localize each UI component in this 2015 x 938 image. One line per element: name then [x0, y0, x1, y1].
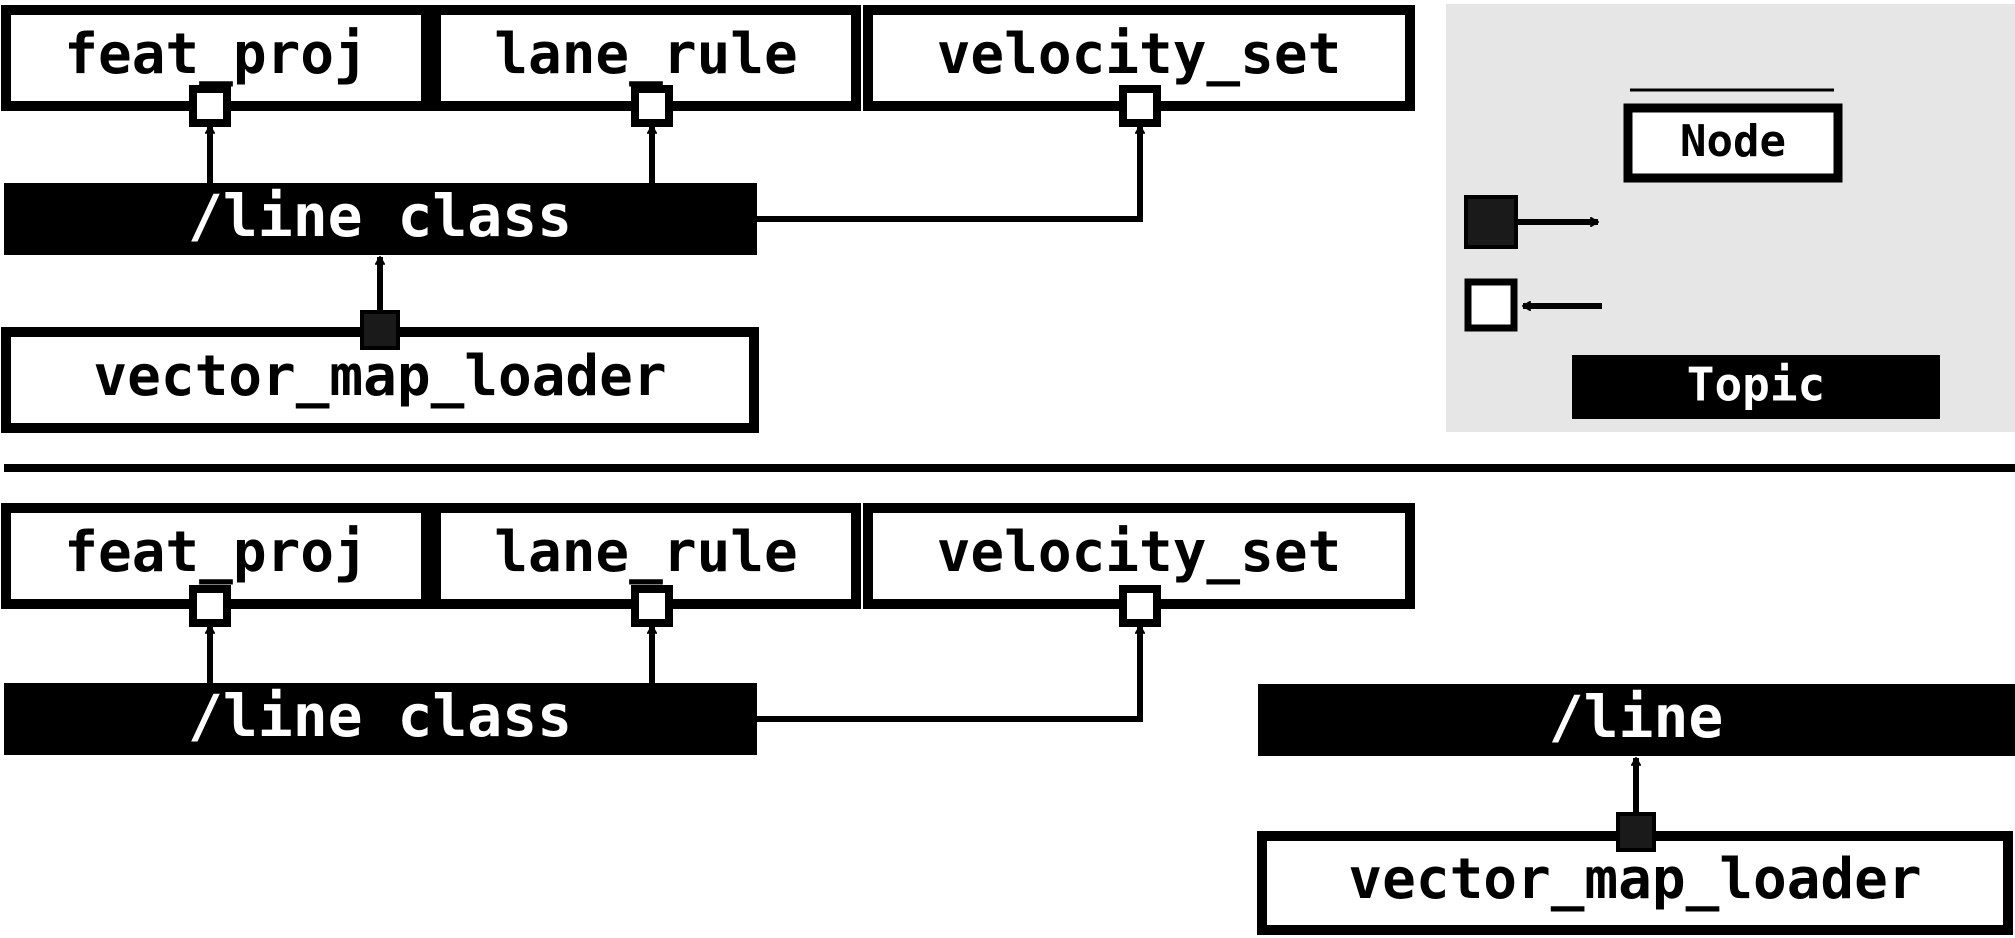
- bottom-subscriber-port-velocity-set: [1119, 585, 1161, 627]
- bottom-topic-line-class: /line class: [4, 682, 757, 755]
- bottom-topic-line: /line: [1258, 683, 2015, 756]
- top-node-velocity-set-label: velocity_set: [937, 22, 1342, 87]
- top-topic-line-class-label: /line class: [188, 182, 572, 250]
- top-node-vector-map-loader-label: vector_map_loader: [93, 344, 666, 409]
- top-topic-line-class: /line class: [4, 182, 757, 255]
- bottom-diagram: feat_proj lane_rule velocity_set vector_…: [1, 503, 2015, 935]
- top-publisher-port-vector-map-loader: [360, 310, 400, 350]
- bottom-node-velocity-set-label: velocity_set: [937, 520, 1342, 585]
- bottom-subscriber-port-feat-proj: [189, 585, 231, 627]
- bottom-topic-line-label: /line: [1549, 683, 1724, 751]
- bottom-node-lane-rule-label: lane_rule: [494, 520, 797, 585]
- bottom-topic-line-class-label: /line class: [188, 682, 572, 750]
- section-divider: [4, 464, 2015, 472]
- legend-node-label: Node: [1680, 116, 1786, 167]
- bottom-subscriber-port-lane-rule: [631, 585, 673, 627]
- top-diagram: feat_proj lane_rule velocity_set vector_…: [1, 5, 1415, 433]
- top-node-lane-rule-label: lane_rule: [494, 22, 797, 87]
- bottom-node-vector-map-loader: vector_map_loader: [1257, 831, 2013, 935]
- bottom-node-feat-proj-label: feat_proj: [64, 520, 367, 585]
- legend-node-sample: Node: [1623, 103, 1843, 183]
- top-node-feat-proj-label: feat_proj: [64, 22, 367, 87]
- legend-topic-label: Topic: [1687, 358, 1825, 412]
- top-subscriber-port-feat-proj: [189, 85, 231, 127]
- bottom-publisher-port-vector-map-loader: [1616, 812, 1656, 852]
- bottom-node-vector-map-loader-label: vector_map_loader: [1348, 847, 1921, 912]
- bottom-arrow-line-class-to-velocity-set: [757, 625, 1145, 722]
- top-arrow-line-class-to-velocity-set: [757, 125, 1145, 222]
- filled-square-arrow-out-icon: [1464, 195, 1599, 249]
- legend-topic-sample: Topic: [1572, 355, 1940, 419]
- legend: Node Topic: [1446, 4, 2015, 432]
- top-subscriber-port-lane-rule: [631, 85, 673, 127]
- top-subscriber-port-velocity-set: [1119, 85, 1161, 127]
- top-node-lane-rule: lane_rule: [431, 5, 861, 111]
- hollow-square-arrow-in-icon: [1464, 278, 1602, 332]
